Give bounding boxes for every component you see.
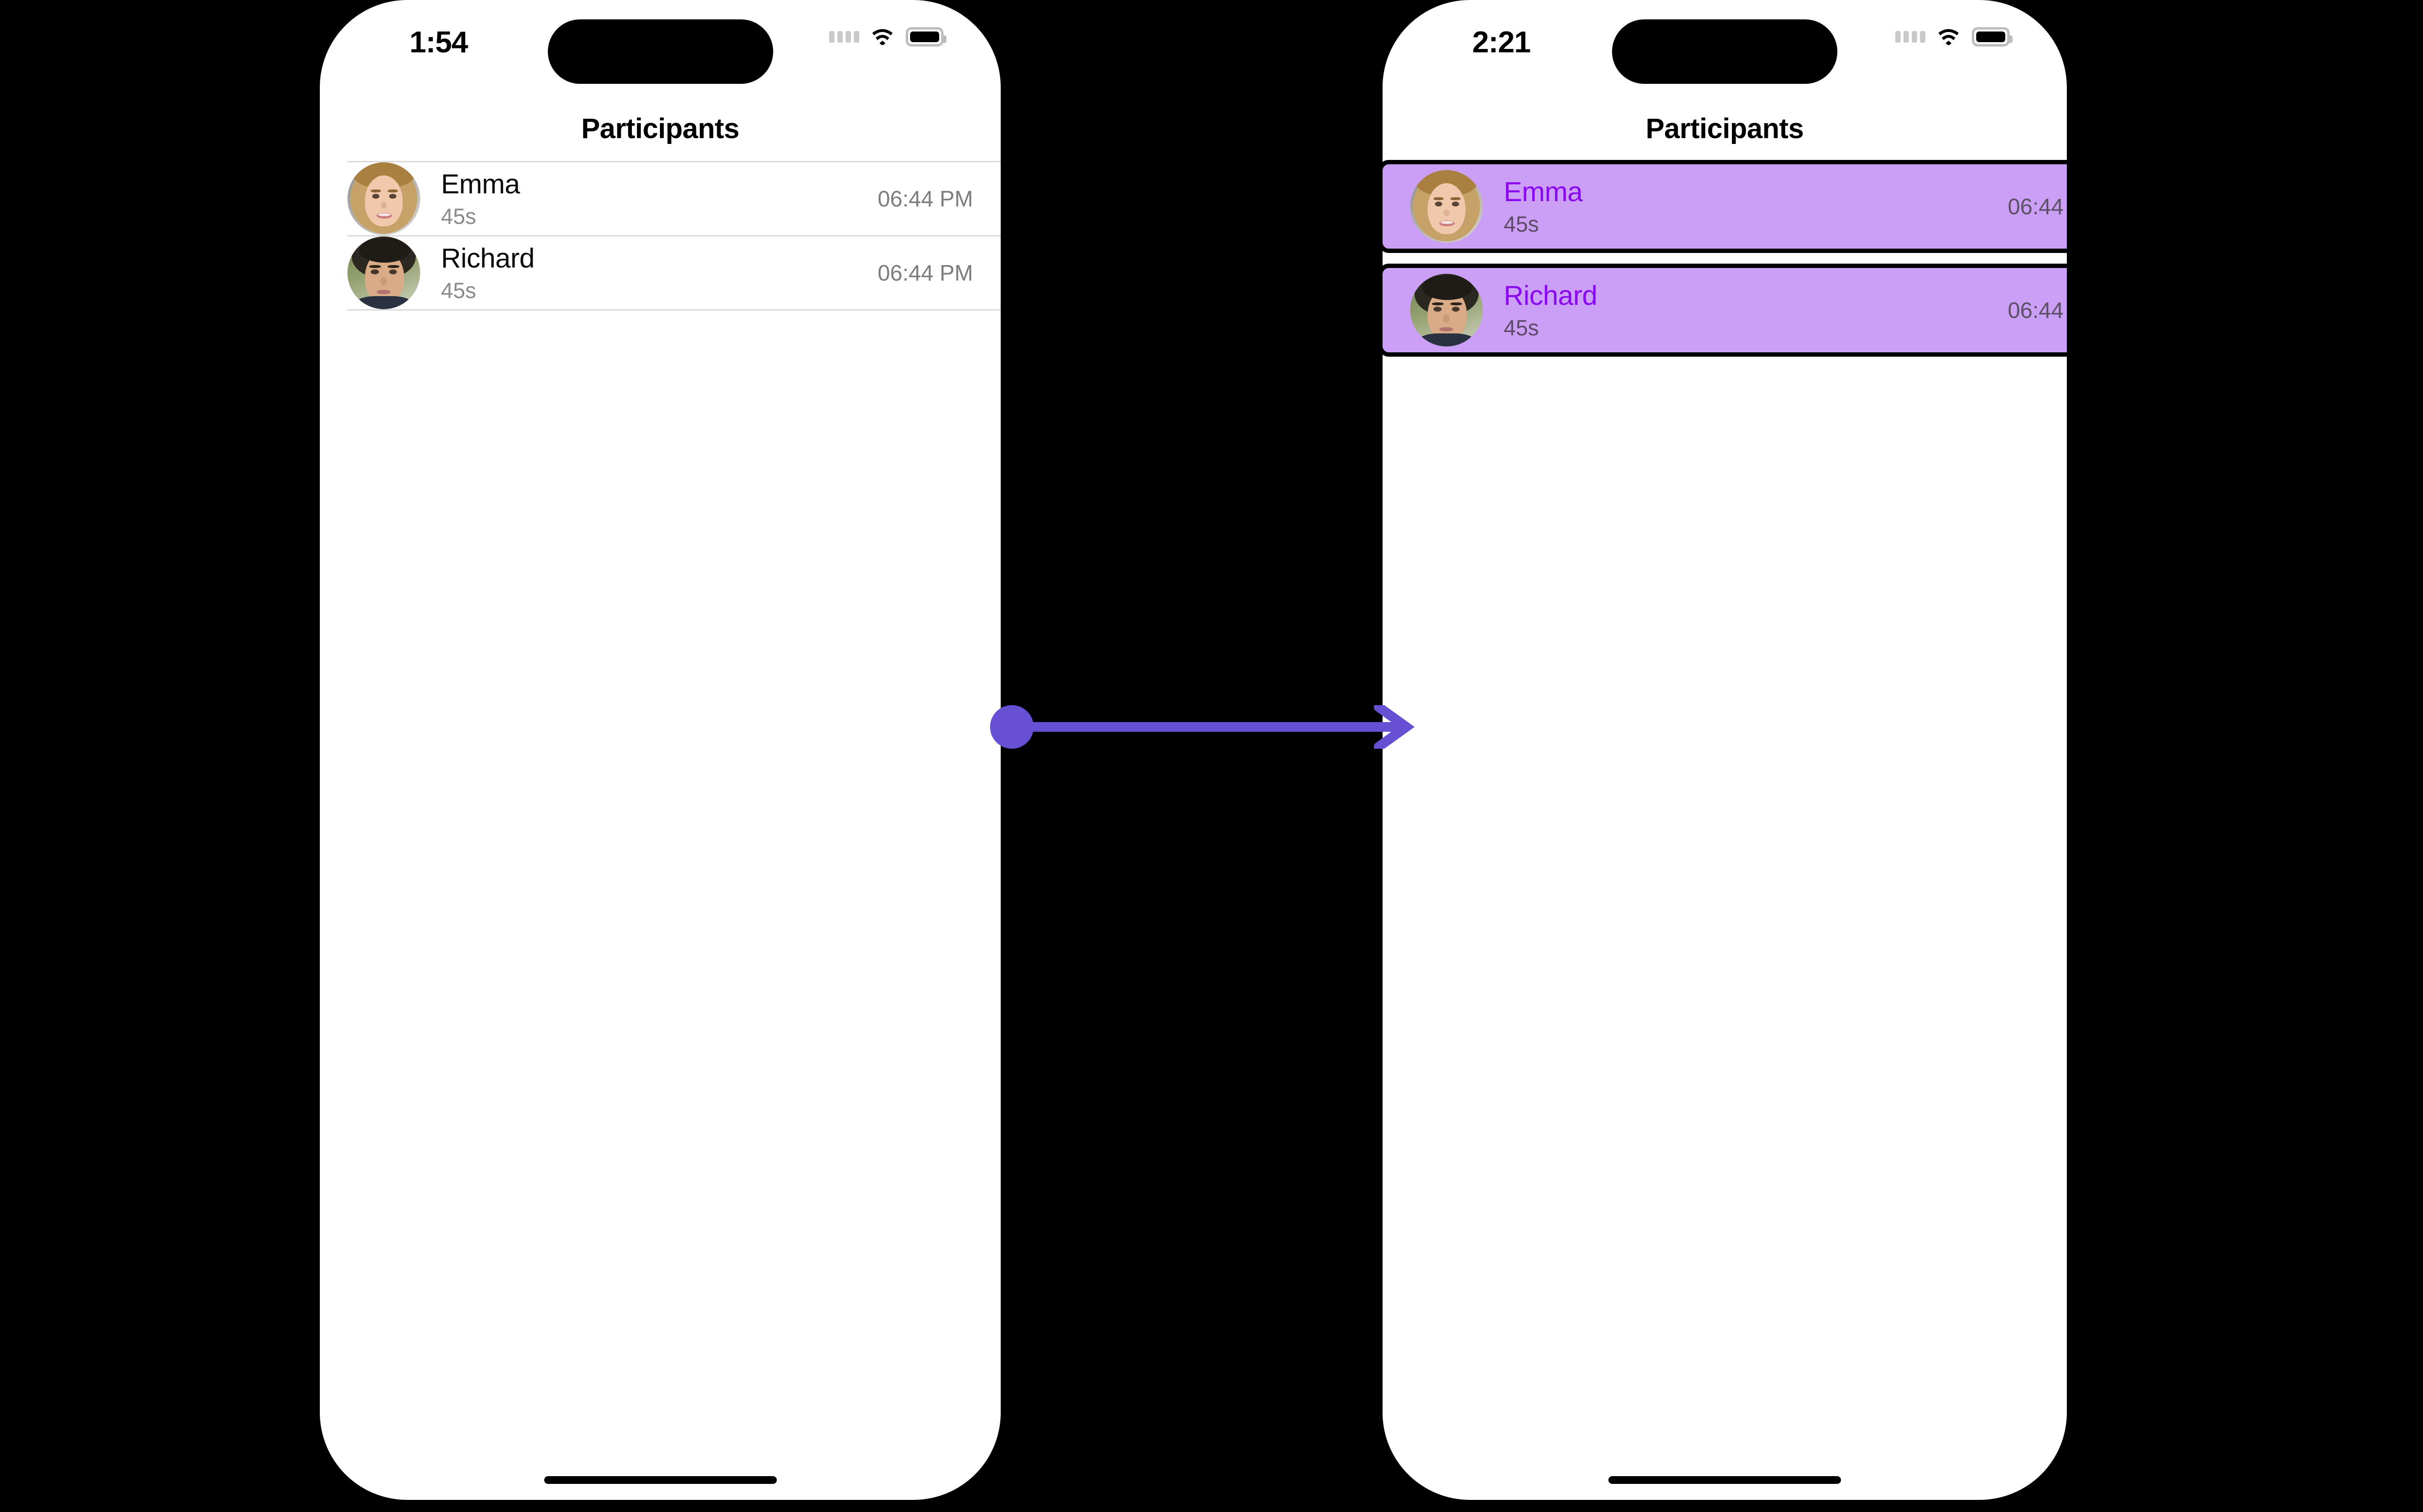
status-bar-before: 1:54: [320, 0, 1001, 87]
battery-icon: [906, 27, 946, 47]
participant-time: 06:44 PM: [878, 186, 973, 211]
status-bar-after: 2:21: [1383, 0, 2067, 87]
list-separator-middle: [347, 235, 1001, 236]
participants-list-before: Emma 45s 06:44 PM: [320, 161, 1001, 311]
participant-time: 06:44 PM: [2008, 194, 2067, 219]
participant-text-richard: Richard 45s: [1504, 280, 1597, 341]
participant-time: 06:44 PM: [2008, 298, 2067, 323]
participant-text-emma: Emma 45s: [1504, 176, 1583, 237]
participant-name: Emma: [441, 168, 520, 200]
page-title: Participants: [581, 113, 740, 144]
arrow-head-icon: [1374, 705, 1415, 749]
list-separator-bottom: [347, 309, 1001, 311]
participant-text-richard: Richard 45s: [441, 242, 535, 303]
status-bar-clock: 2:21: [1472, 26, 1531, 59]
participant-row-richard[interactable]: Richard 45s 06:44 PM: [320, 236, 1001, 309]
avatar-richard: [1410, 274, 1483, 346]
avatar-emma: [347, 162, 420, 235]
participant-duration: 45s: [1504, 212, 1539, 237]
transition-arrow: [990, 705, 1415, 749]
participant-name: Richard: [1504, 280, 1597, 311]
wifi-icon: [1936, 27, 1961, 47]
avatar-emma: [1410, 170, 1483, 243]
status-bar-clock: 1:54: [409, 26, 468, 59]
participant-duration: 45s: [441, 204, 476, 229]
home-indicator[interactable]: [1608, 1476, 1841, 1484]
battery-icon: [1972, 27, 2013, 47]
status-bar-indicators: [829, 27, 946, 47]
dynamic-island: [548, 19, 773, 84]
participant-row-emma-selected[interactable]: Emma 45s 06:44 PM: [1383, 160, 2067, 253]
participant-duration: 45s: [1504, 315, 1539, 341]
phone-screen-before: 1:54 Participants: [320, 0, 1001, 1500]
wifi-icon: [870, 27, 895, 47]
avatar-richard: [347, 236, 420, 309]
participants-list-after: Emma 45s 06:44 PM: [1383, 160, 2067, 367]
participant-duration: 45s: [441, 278, 476, 303]
list-separator-top: [347, 161, 1001, 162]
signal-dots-icon: [829, 31, 859, 43]
participant-row-richard-selected[interactable]: Richard 45s 06:44 PM: [1383, 264, 2067, 357]
status-bar-indicators: [1895, 27, 2013, 47]
participant-text-emma: Emma 45s: [441, 168, 520, 229]
signal-dots-icon: [1895, 31, 1925, 43]
participant-row-emma[interactable]: Emma 45s 06:44 PM: [320, 162, 1001, 235]
participant-time: 06:44 PM: [878, 260, 973, 285]
home-indicator[interactable]: [544, 1476, 777, 1484]
dynamic-island: [1612, 19, 1838, 84]
page-title: Participants: [1646, 113, 1804, 144]
participant-name: Emma: [1504, 176, 1583, 207]
phone-screen-after: 2:21 Participants: [1383, 0, 2067, 1500]
participant-name: Richard: [441, 242, 535, 274]
